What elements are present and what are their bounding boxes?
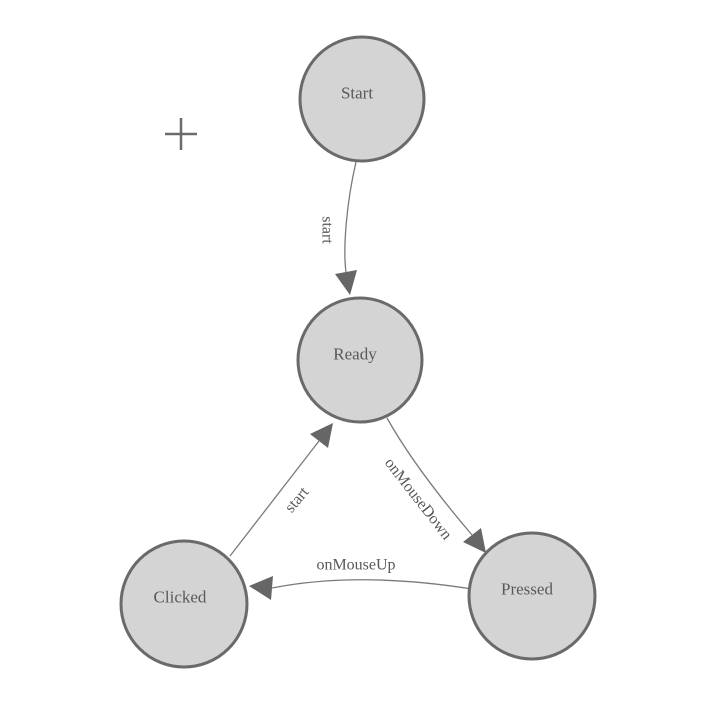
state-node-ready-label[interactable]: Ready <box>333 345 377 364</box>
state-node-pressed[interactable]: Pressed <box>467 531 597 661</box>
arrowhead-ready-to-pressed <box>463 528 486 553</box>
crosshair-icon <box>165 118 197 150</box>
arrowhead-start-to-ready <box>335 270 357 295</box>
edge-label-clicked-to-ready[interactable]: start <box>282 484 313 516</box>
state-node-ready-circle[interactable] <box>296 296 424 424</box>
state-node-start-label[interactable]: Start <box>341 84 373 103</box>
edge-clicked-to-ready[interactable]: start <box>229 423 333 557</box>
state-node-ready[interactable]: Ready <box>296 296 424 424</box>
edge-pressed-to-clicked[interactable]: onMouseUp <box>249 557 473 601</box>
state-node-start[interactable]: Start <box>298 35 426 163</box>
edge-label-start-to-ready[interactable]: start <box>319 216 336 244</box>
edge-ready-to-pressed[interactable]: onMouseDown <box>381 417 486 553</box>
edge-start-to-ready[interactable]: start <box>319 161 358 295</box>
arrowhead-clicked-to-ready <box>310 423 333 448</box>
state-node-clicked-label[interactable]: Clicked <box>154 588 207 607</box>
edge-label-ready-to-pressed[interactable]: onMouseDown <box>381 455 455 543</box>
state-node-clicked-circle[interactable] <box>119 539 249 669</box>
state-node-clicked[interactable]: Clicked <box>119 539 249 669</box>
state-node-pressed-label[interactable]: Pressed <box>501 580 553 599</box>
edge-label-pressed-to-clicked[interactable]: onMouseUp <box>316 557 395 574</box>
arrowhead-pressed-to-clicked <box>249 576 273 600</box>
state-node-pressed-circle[interactable] <box>467 531 597 661</box>
state-node-start-circle[interactable] <box>298 35 426 163</box>
